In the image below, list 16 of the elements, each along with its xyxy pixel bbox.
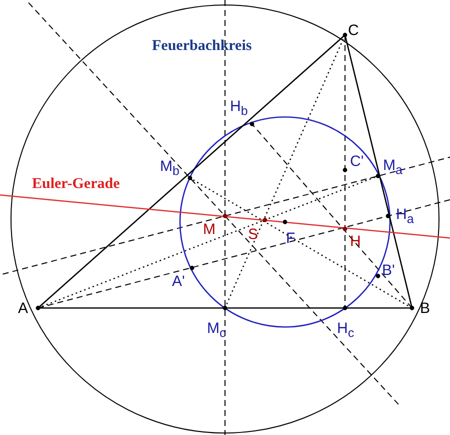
point-label: M$_{b}$	[160, 158, 180, 180]
point-label: H$_{b}$	[230, 98, 248, 120]
point-label: M$_{a}$	[383, 157, 402, 179]
point-label: S	[248, 226, 258, 243]
point-label: A'	[172, 273, 185, 290]
point-label: A	[18, 300, 28, 317]
circle-label: Feuerbachkreis	[152, 38, 252, 55]
point-label: C'	[350, 153, 364, 170]
point-label: B'	[382, 262, 395, 279]
point-label: B	[420, 300, 430, 317]
point-label: H$_{c}$	[337, 320, 354, 342]
point-label: M	[203, 221, 216, 238]
point-label: C	[348, 22, 359, 39]
line-label: Euler-Gerade	[32, 176, 120, 193]
point-label: H$_{a}$	[396, 206, 414, 228]
point-label: H	[350, 233, 361, 250]
